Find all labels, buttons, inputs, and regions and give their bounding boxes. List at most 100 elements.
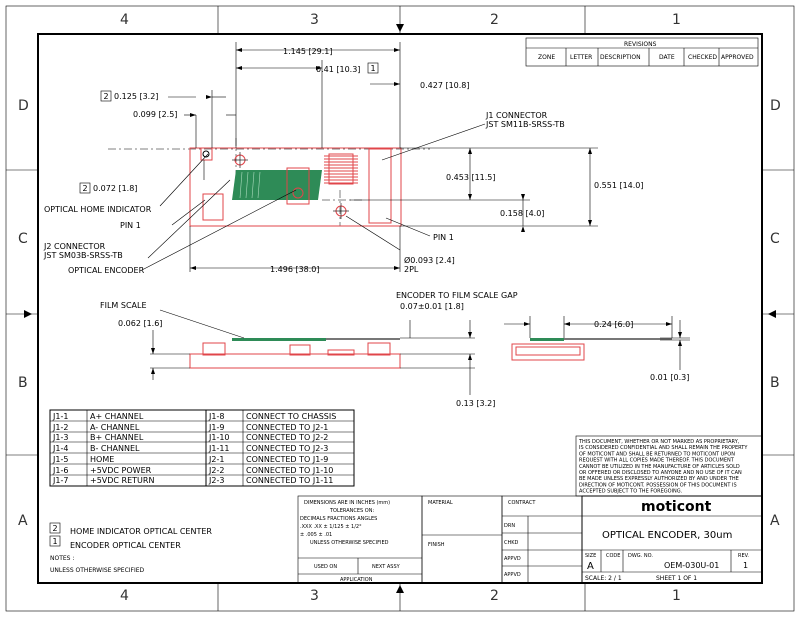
pin-id: J1-3 [52,433,68,442]
zone-left-a: A [18,513,28,529]
proprietary-line: REQUEST WITH ALL COPIES MADE THEREOF. TH… [579,458,735,464]
tb-size-label: SIZE [585,553,596,559]
tb-code-label: CODE [606,553,620,559]
title-block [421,495,763,584]
callout-j2-title: J2 CONNECTOR [43,242,106,251]
side-j2 [202,342,226,356]
zone-bottom-4: 4 [120,588,129,604]
tb-appvd-1: APPVD [504,556,521,562]
dim-hole: Ø0.093 [2.4] [404,255,455,265]
dim-home-offset-tag: 2 [104,92,109,101]
pin-id: J1-11 [208,444,230,453]
revisions-block: REVISIONS ZONE LETTER DESCRIPTION DATE C… [525,37,759,67]
pin-function: CONNECTED TO J1-10 [246,466,333,475]
pin-id: J1-4 [52,444,68,453]
rev-col-checked: CHECKED [688,54,717,61]
dim-gap-value: 0.07±0.01 [1.8] [400,302,464,311]
zone-top-3: 3 [310,12,319,28]
zone-right-a: A [770,513,780,529]
dim-hole-qty: 2PL [404,265,419,274]
callout-j1-title: J1 CONNECTOR [485,111,548,120]
rev-col-date: DATE [659,54,675,61]
rev-col-letter: LETTER [570,54,592,61]
tag-box-2b [79,182,91,194]
tb-material: MATERIAL [428,500,453,506]
top-dimensions [141,42,598,272]
zone-left-c: C [18,231,28,247]
tol-line6: UNLESS OTHERWISE SPECIFIED [310,540,389,546]
callout-optical-encoder: OPTICAL ENCODER [68,266,145,275]
dim-551: 0.551 [14.0] [594,181,644,190]
callout-home-indicator: OPTICAL HOME INDICATOR [44,205,152,214]
tb-dwg-no: OEM-030U-01 [664,561,719,570]
dim-film-thk: 0.062 [1.6] [118,319,162,328]
dim-099: 0.099 [2.5] [133,110,177,119]
pin-id: J2-1 [208,455,224,464]
tol-used-on: USED ON [314,564,337,570]
tb-chkd: CHKD [504,540,519,546]
tol-line5: ± .005 ± .01 [300,532,332,538]
rev-col-approved: APPROVED [721,54,754,61]
optical-encoder-film [232,170,322,200]
zone-right-b: B [770,375,780,391]
dim-side-thk: 0.01 [0.3] [650,373,689,382]
side-view [150,309,475,395]
pin-function: CONNECT TO CHASSIS [246,412,336,421]
legend-notes: NOTES : [50,555,74,562]
side-pcb [189,353,401,369]
dim-158: 0.158 [4.0] [500,209,544,218]
company-logo: moticont [641,499,712,515]
proprietary-line: OR OFFERED OR DISCLOSED TO ANYONE AND NO… [579,470,742,476]
dim-pcb-len: 1.496 [38.0] [270,265,320,274]
proprietary-line: IS CONSIDERED CONFIDENTIAL AND SHALL REM… [579,445,748,451]
legend-tag-1-text: 1 [53,537,58,546]
j1-connector [368,148,392,224]
tol-next-assy: NEXT ASSY [372,564,401,570]
rev-col-zone: ZONE [538,54,555,61]
tb-finish: FINISH [428,542,445,548]
legend-tag-2 [49,522,61,534]
pin-id: J1-6 [52,466,68,475]
pin-id: J1-1 [52,412,68,421]
proprietary-line: ACCEPTED SUBJECT TO THE FOREGOING. [579,489,683,495]
tol-line4: .XXX .XX ± 1/125 ± 1/2° [300,524,362,530]
zone-bottom-2: 2 [490,588,499,604]
proprietary-line: CANNOT BE UTILIZED IN THE MANUFACTURE OF… [579,464,740,470]
tb-rev: 1 [743,561,748,570]
zone-top-2: 2 [490,12,499,28]
side-arrows [151,332,472,374]
dim-pcb-h: 0.13 [3.2] [456,399,495,408]
pin-function: CONNECTED TO J1-9 [246,455,328,464]
pin-id: J2-3 [208,476,224,485]
side-j1 [367,342,391,356]
zone-bottom-1: 1 [672,588,681,604]
film-scale-strip [232,338,326,341]
proprietary-line: BE MADE UNLESS EXPRESSLY AUTHORIZED BY A… [579,476,739,482]
dim-home-offset: 0.125 [3.2] [114,92,158,101]
pcb-outline [189,147,402,227]
side-encoder [289,344,311,356]
side-ic [327,349,355,356]
zone-bottom-3: 3 [310,588,319,604]
tb-dwg-label: DWG. NO. [628,553,653,559]
dim-side-w: 0.24 [6.0] [594,320,633,329]
zone-arrows [24,24,776,593]
zone-left-b: B [18,375,28,391]
tb-rev-label: REV. [738,553,749,559]
callout-pin1-left: PIN 1 [120,221,141,230]
pin-table [49,409,355,487]
proprietary-line: OF MOTICONT AND SHALL BE RETURNED TO MOT… [579,451,735,457]
drawing-title: OPTICAL ENCODER, 30um [602,530,732,541]
dim-j1-offset: 0.427 [10.8] [420,81,470,90]
pin-id: J1-7 [52,476,68,485]
tol-line1: DIMENSIONS ARE IN INCHES (mm) [304,500,390,506]
pin-function: A+ CHANNEL [90,412,144,421]
top-dimension-arrows [190,48,592,270]
ic-footprint [324,153,358,185]
j2-connector [202,193,224,221]
dim-opt-center: 0.41 [10.3] [316,65,360,74]
callout-j2-part: JST SM03B-SRSS-TB [43,251,123,260]
tol-line2: TOLERANCES ON: [329,508,374,514]
tb-size: A [587,561,594,572]
